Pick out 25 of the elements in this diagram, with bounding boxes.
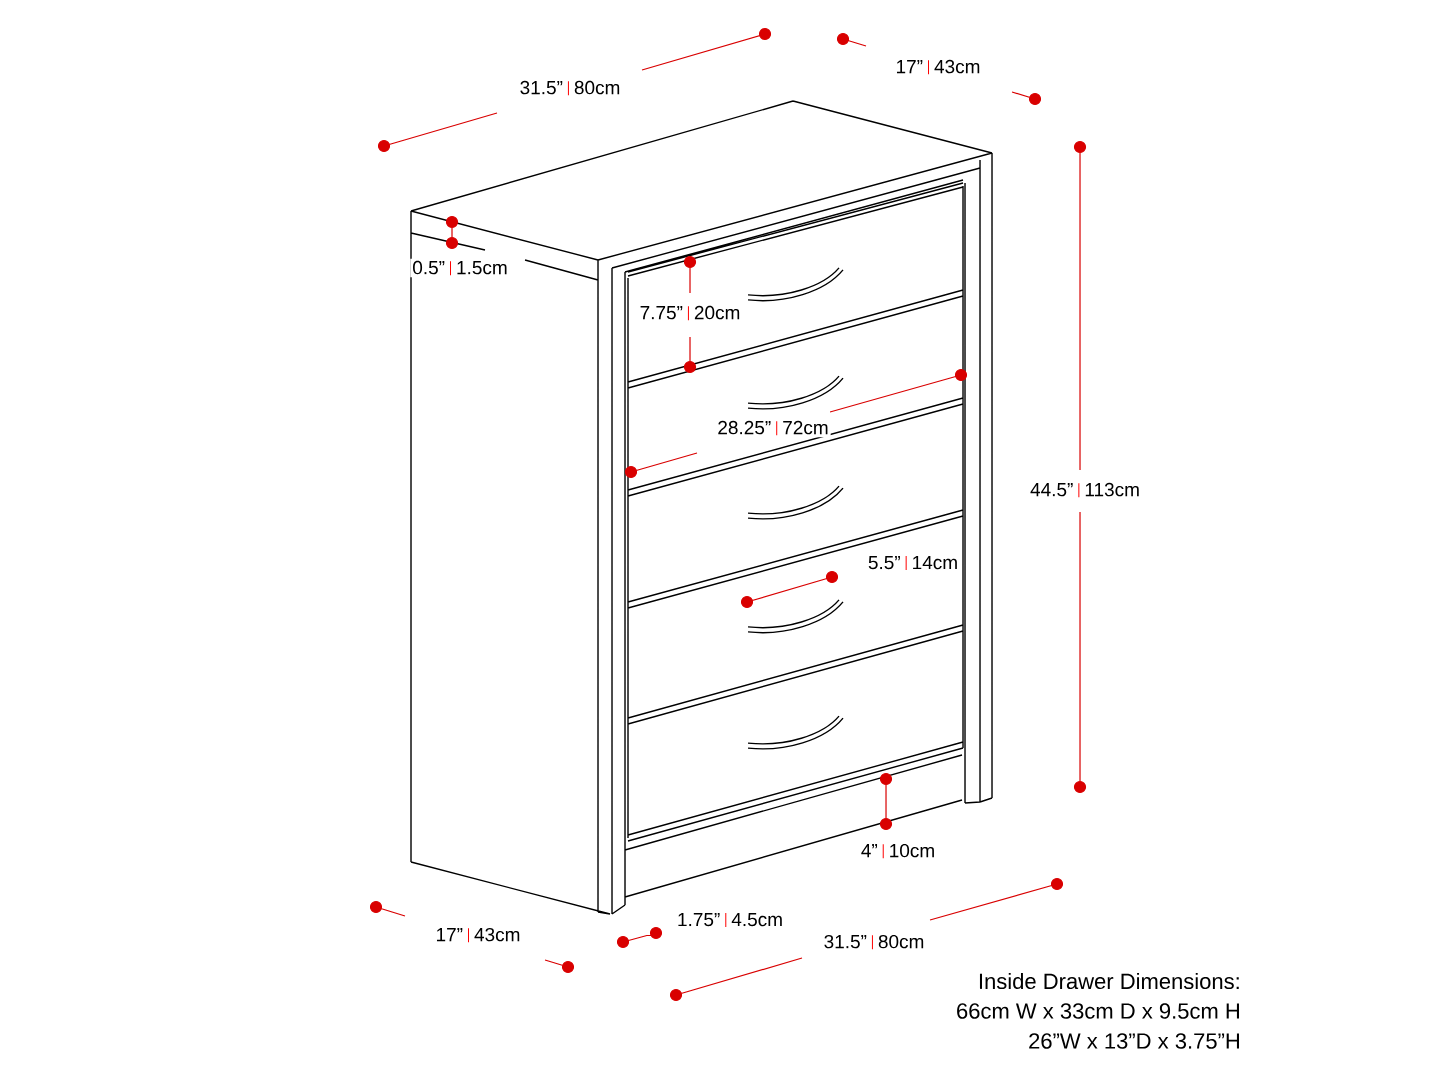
dimension-text: 1.5cm — [457, 261, 507, 275]
dimension-text: 72cm — [783, 420, 828, 435]
dimension-text: 0.5” — [413, 260, 445, 275]
dimension-text: 4” — [861, 844, 878, 858]
dimension-text: 44.5” — [1030, 483, 1073, 497]
dimension-text: 28.25” — [718, 420, 771, 435]
dimension-text: 80cm — [574, 80, 620, 95]
dimension-text: 20cm — [694, 305, 740, 320]
dimension-text: 1.75” — [678, 913, 720, 927]
note-text: 66cm W x 33cm D x 9.5cm H — [957, 1003, 1239, 1019]
dimension-text: 14cm — [913, 556, 957, 570]
dimension-text: 10cm — [890, 843, 934, 858]
dimension-text: 113cm — [1085, 482, 1139, 497]
dimension-text: 31.5” — [824, 934, 867, 949]
dimension-text: 43cm — [934, 59, 980, 74]
dimension-text: 5.5” — [868, 556, 900, 570]
dimension-text: 17” — [437, 928, 463, 942]
dimension-text: 17” — [897, 60, 923, 74]
dimension-text: 43cm — [474, 927, 520, 942]
dimension-text: 4.5cm — [731, 913, 782, 927]
note-text: 26”W x 13”D x 3.75”H — [1029, 1033, 1239, 1049]
dimension-text: 80cm — [878, 934, 924, 949]
dimension-text: 7.75” — [640, 306, 683, 320]
dimension-text: 31.5” — [520, 80, 563, 95]
note-text: Inside Drawer Dimensions: — [979, 972, 1239, 990]
